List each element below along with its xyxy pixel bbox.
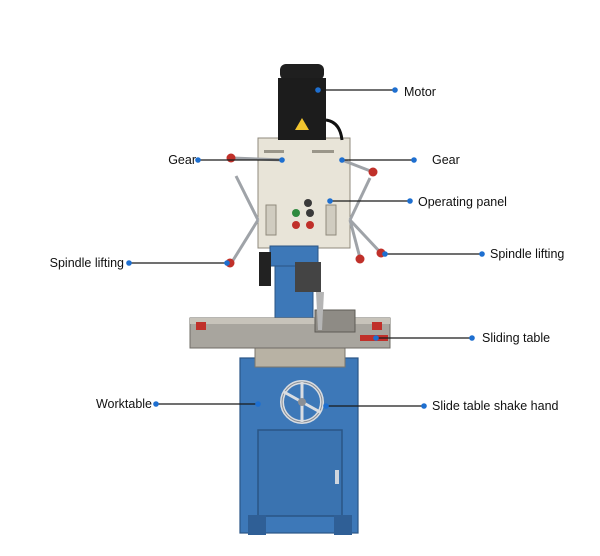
label-spindle-lifting-left: Spindle lifting	[49, 256, 124, 270]
leader-dot-sliding-table-1	[469, 335, 475, 341]
leader-dot-shake-hand-1	[421, 403, 427, 409]
leader-dot-motor-0	[315, 87, 321, 93]
label-gear-left: Gear	[168, 153, 196, 167]
leader-dot-gear-right-1	[411, 157, 417, 163]
leader-dot-worktable-1	[255, 401, 261, 407]
label-spindle-lifting-right: Spindle lifting	[490, 247, 565, 261]
label-motor: Motor	[404, 85, 436, 99]
leader-dot-sliding-table-0	[373, 335, 379, 341]
levers	[225, 153, 386, 268]
motor-unit	[278, 64, 344, 141]
head	[257, 137, 351, 267]
leader-dot-shake-hand-0	[323, 403, 329, 409]
base-cabinet	[239, 357, 359, 535]
leader-dot-operating-panel-1	[407, 198, 413, 204]
label-sliding-table: Sliding table	[482, 331, 551, 345]
label-slide-table-shake-hand: Slide table shake hand	[432, 399, 559, 413]
spindle	[259, 252, 324, 330]
label-gear-right: Gear	[432, 153, 460, 167]
label-operating-panel: Operating panel	[418, 195, 507, 209]
leader-dot-gear-left-1	[279, 157, 285, 163]
leader-dot-spindle-left-1	[224, 260, 230, 266]
leader-dot-spindle-right-0	[382, 251, 388, 257]
leader-dot-gear-left-0	[195, 157, 201, 163]
leader-dot-gear-right-0	[339, 157, 345, 163]
leader-dot-spindle-left-0	[126, 260, 132, 266]
sliding-table-body	[189, 309, 391, 368]
callout-lines	[126, 87, 485, 409]
leader-dot-operating-panel-0	[327, 198, 333, 204]
handwheel	[280, 380, 324, 424]
leader-dot-spindle-right-1	[479, 251, 485, 257]
leader-dot-worktable-0	[153, 401, 159, 407]
label-worktable: Worktable	[95, 397, 152, 411]
leader-dot-motor-1	[392, 87, 398, 93]
